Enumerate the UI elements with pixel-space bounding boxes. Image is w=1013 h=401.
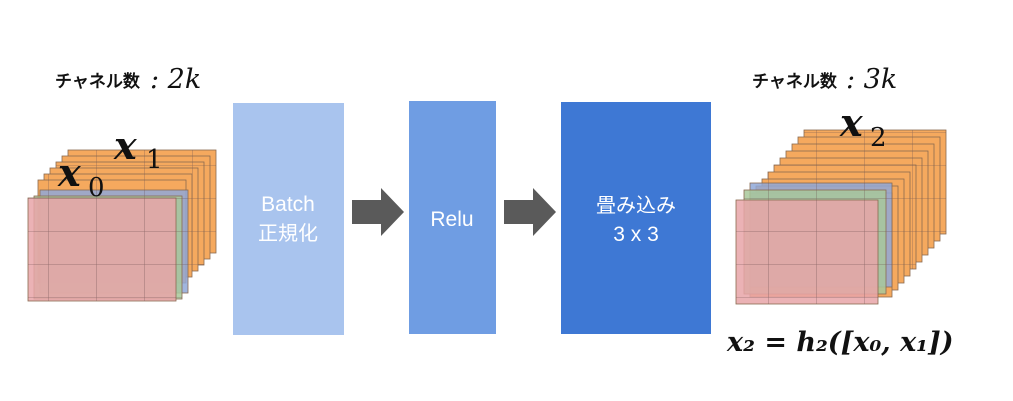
right-channel-label-text: チャネル数: [752, 71, 838, 92]
arrow-1: [352, 188, 404, 236]
arrow-2: [504, 188, 556, 236]
left-red-sheet-grid: [28, 198, 176, 301]
right-feature-map-stack: [735, 129, 947, 305]
batch-norm-line2: 正規化: [258, 221, 318, 245]
left-stack-labels: x 1 x 0: [57, 123, 163, 203]
right-channel-count: : 3k: [846, 64, 897, 95]
left-feature-map-stack: [27, 149, 217, 302]
x2-subscript: 2: [870, 123, 887, 153]
x2-label: x: [839, 100, 864, 145]
x0-subscript: 0: [88, 173, 105, 203]
batch-norm-box: Batch 正規化: [233, 103, 344, 335]
left-channel-count: : 2k: [150, 64, 201, 95]
x1-label: x: [113, 123, 138, 168]
x0-label: x: [57, 150, 82, 195]
right-channel-label: チャネル数 : 3k: [752, 64, 897, 95]
conv-line2: 3 x 3: [613, 223, 659, 246]
right-red-sheet-grid: [736, 200, 878, 304]
relu-box: Relu: [409, 101, 496, 334]
conv-box: 畳み込み 3 x 3: [561, 102, 711, 334]
left-channel-label-text: チャネル数: [55, 71, 141, 92]
relu-label: Relu: [430, 208, 473, 231]
batch-norm-line1: Batch: [261, 193, 315, 216]
x1-subscript: 1: [146, 145, 163, 175]
left-channel-label: チャネル数 : 2k: [55, 64, 201, 95]
right-stack-labels: x 2: [839, 100, 887, 153]
formula: x₂ = h₂([x₀, x₁]): [726, 327, 954, 358]
conv-line1: 畳み込み: [596, 193, 676, 217]
